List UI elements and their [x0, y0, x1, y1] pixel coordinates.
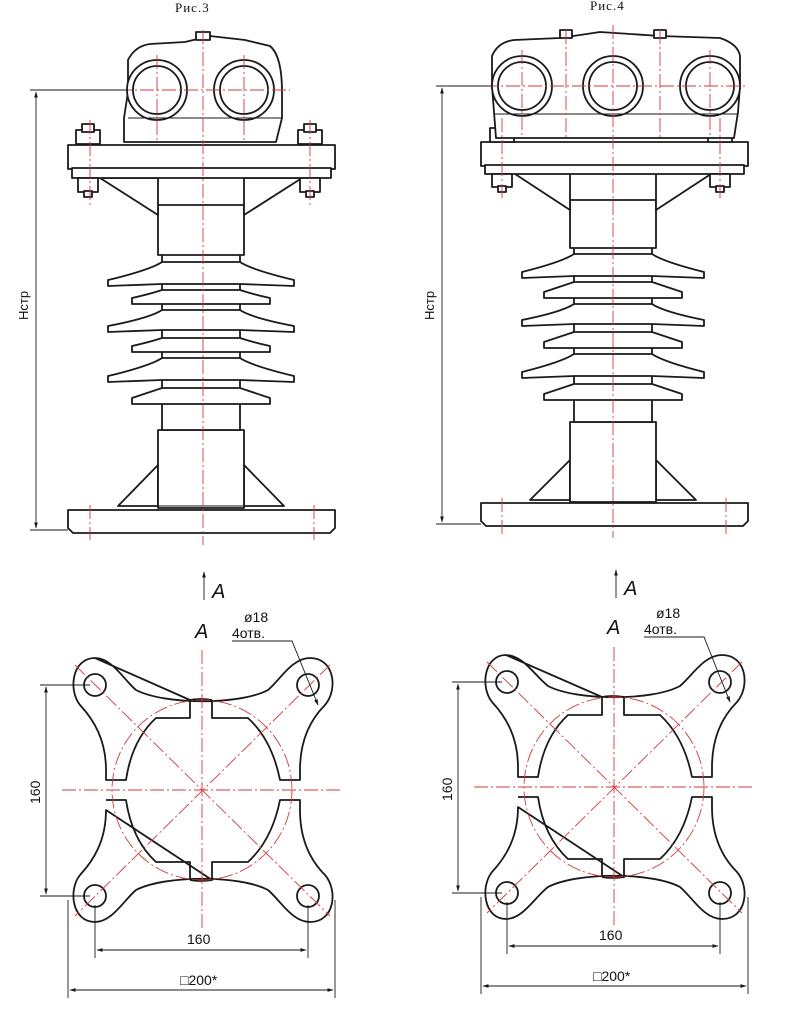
insulator-sheds: [107, 261, 295, 405]
view-arrow-a-left: A: [202, 571, 225, 603]
upper-cap: [157, 204, 245, 256]
clamp-plate: [67, 144, 336, 170]
upper-rib-right: [243, 177, 303, 216]
dim-overall: □200*: [593, 968, 631, 984]
view-arrow-label: A: [211, 581, 225, 603]
clamp-plate-lower: [71, 167, 332, 179]
view-arrow-a-right: A: [614, 569, 637, 600]
insulator-sheds: [521, 253, 705, 401]
rib-right: [243, 464, 285, 507]
base-plan-view-right: ø18 4отв. 160 160 □200*: [439, 605, 752, 994]
plate-top: [72, 657, 334, 781]
figure-4-caption: Рис.4: [590, 0, 625, 13]
hole-diameter: ø18: [244, 609, 268, 625]
dim-horizontal: 160: [599, 927, 623, 943]
clamp-plate-lower: [484, 164, 745, 175]
hole-diameter: ø18: [656, 605, 680, 621]
view-a-label: A: [606, 617, 620, 639]
dim-overall: □200*: [180, 972, 218, 988]
dim-vertical: 160: [27, 780, 43, 804]
figure-3-caption: Рис.3: [175, 0, 210, 15]
figure-3: Рис.3: [16, 0, 340, 998]
base-plate: [480, 502, 749, 527]
dim-horizontal: 160: [187, 931, 211, 947]
plate-bottom: [72, 799, 334, 923]
base-plate: [67, 509, 336, 534]
figure-4: Рис.4: [422, 0, 752, 994]
bottom-cap: [157, 429, 245, 509]
base-plan-view-left: ø18 4отв. 160 160 □200*: [27, 609, 340, 998]
hole-count: 4отв.: [644, 621, 677, 637]
view-arrow-label: A: [623, 578, 637, 600]
insulator-elevation-left: Hстр: [16, 30, 336, 545]
dim-vertical: 160: [439, 777, 455, 801]
plate-top: [484, 654, 746, 778]
plate-bottom: [484, 796, 746, 920]
upper-rib-left: [99, 177, 159, 216]
hole-count: 4отв.: [232, 625, 265, 641]
clamp-plate: [480, 141, 749, 167]
view-a-label: A: [194, 621, 208, 643]
rib-left: [117, 464, 159, 507]
insulator-elevation-right: Hстр: [422, 25, 749, 538]
height-label: Hстр: [422, 291, 437, 320]
height-label: Hстр: [16, 291, 31, 320]
